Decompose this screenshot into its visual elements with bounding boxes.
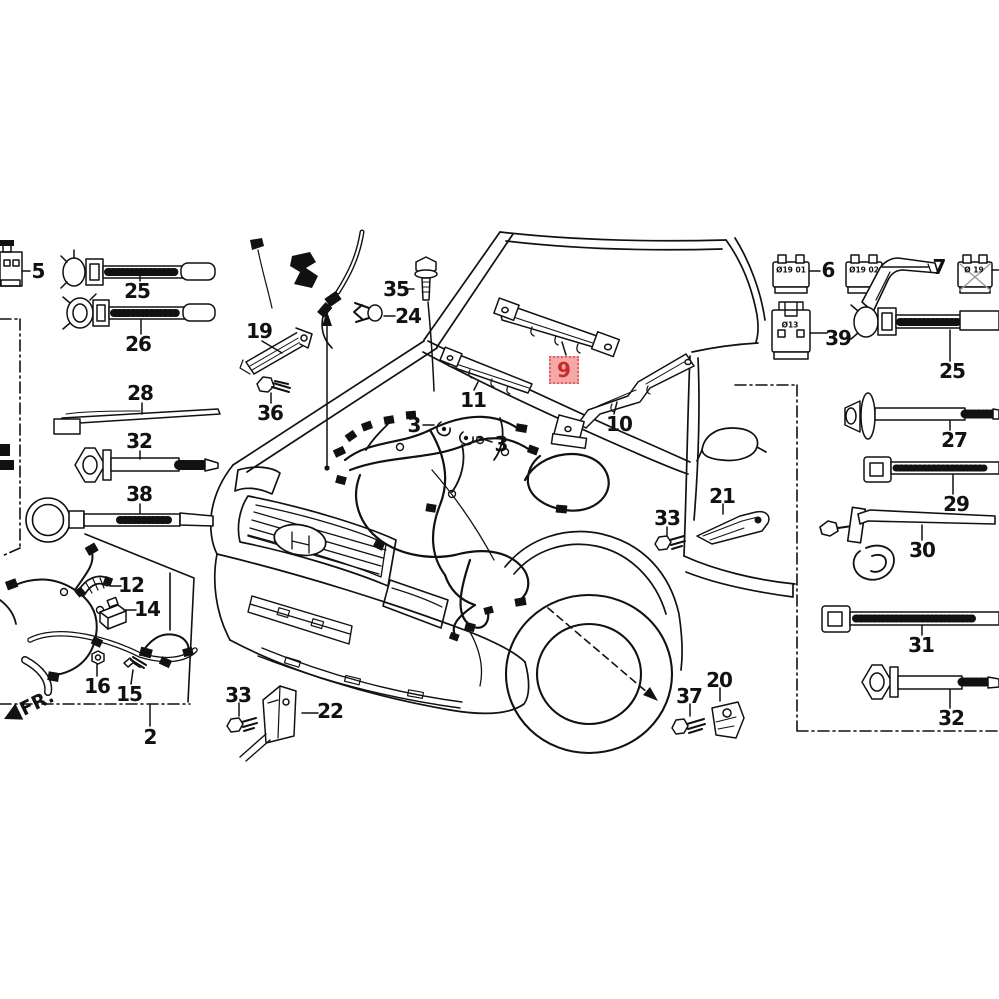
subharness-2-drawing bbox=[0, 444, 198, 696]
part-15-drawing bbox=[123, 656, 147, 669]
part-33-upper-bolt-drawing bbox=[654, 535, 686, 551]
callout-10[interactable]: 10 bbox=[606, 412, 633, 436]
part-21-drawing bbox=[696, 510, 770, 545]
callout-33[interactable]: 33 bbox=[225, 683, 252, 707]
callout-25[interactable]: 25 bbox=[124, 279, 151, 303]
clip-marking: Ø19 02 bbox=[849, 265, 879, 275]
callout-12[interactable]: 12 bbox=[118, 573, 145, 597]
part-31-drawing bbox=[821, 605, 999, 633]
callout-11[interactable]: 11 bbox=[460, 388, 487, 412]
part-32-left-drawing bbox=[74, 447, 219, 483]
part-28-drawing bbox=[53, 408, 221, 435]
part-35-bolt-drawing bbox=[414, 256, 438, 301]
callout-35[interactable]: 35 bbox=[383, 277, 410, 301]
part-3-clips-drawing bbox=[436, 421, 474, 446]
callout-5[interactable]: 5 bbox=[31, 259, 46, 283]
part-11-drawing bbox=[439, 346, 533, 395]
callout-20[interactable]: 20 bbox=[706, 668, 733, 692]
install-arrow-dashed bbox=[547, 607, 658, 701]
part-24-screw-drawing bbox=[353, 302, 383, 323]
part-25-left-drawing bbox=[60, 249, 216, 289]
callout-2[interactable]: 2 bbox=[143, 725, 158, 749]
clip-marking: Ø13 bbox=[781, 320, 799, 330]
highlighted-callout-9[interactable]: 9 bbox=[549, 356, 579, 384]
callout-38[interactable]: 38 bbox=[126, 482, 153, 506]
callout-3[interactable]: 3 bbox=[407, 413, 422, 437]
part-30-drawing bbox=[819, 506, 996, 581]
clip-marking: Ø19 01 bbox=[776, 265, 806, 275]
part-6-clip-drawing bbox=[772, 254, 810, 294]
callout-7[interactable]: 7 bbox=[932, 255, 947, 279]
callout-27[interactable]: 27 bbox=[941, 428, 968, 452]
part-5-drawing bbox=[0, 240, 23, 287]
part-9-drawing bbox=[493, 297, 621, 358]
callout-6[interactable]: 6 bbox=[821, 258, 836, 282]
part-27-drawing bbox=[844, 392, 999, 440]
callout-36[interactable]: 36 bbox=[257, 401, 284, 425]
callout-39[interactable]: 39 bbox=[825, 326, 852, 350]
callout-14[interactable]: 14 bbox=[134, 597, 161, 621]
part-25-right-drawing bbox=[850, 304, 999, 340]
engine-harness-drawing bbox=[332, 410, 610, 642]
callout-32[interactable]: 32 bbox=[938, 706, 965, 730]
callout-32[interactable]: 32 bbox=[126, 429, 153, 453]
callout-19[interactable]: 19 bbox=[246, 319, 273, 343]
front-wheel bbox=[504, 593, 674, 755]
callout-31[interactable]: 31 bbox=[908, 633, 935, 657]
part-clip-o19-drawing bbox=[957, 254, 993, 294]
door-mirror bbox=[696, 427, 767, 462]
part-36-bolt-drawing bbox=[256, 376, 291, 393]
callout-3[interactable]: 3 bbox=[494, 432, 509, 456]
boundary-lines bbox=[0, 318, 999, 732]
callout-21[interactable]: 21 bbox=[709, 484, 736, 508]
callout-22[interactable]: 22 bbox=[317, 699, 344, 723]
part-37-bolt-drawing bbox=[671, 718, 706, 735]
part-7-cowl-drawing bbox=[861, 257, 939, 313]
part-29-drawing bbox=[863, 456, 999, 483]
headlight bbox=[382, 579, 449, 629]
leader-lines bbox=[21, 266, 999, 727]
battery-ground-cable bbox=[250, 229, 365, 349]
part-20-drawing bbox=[711, 701, 745, 739]
grille bbox=[237, 495, 397, 587]
part-32-right-drawing bbox=[861, 664, 999, 700]
install-arrow-vertical bbox=[322, 311, 332, 471]
part-19-drawing bbox=[239, 327, 313, 375]
callout-15[interactable]: 15 bbox=[116, 682, 143, 706]
part-22-drawing bbox=[239, 685, 297, 762]
clip-marking: Ø 19 bbox=[964, 265, 984, 275]
car-outline bbox=[209, 231, 796, 671]
callout-16[interactable]: 16 bbox=[84, 674, 111, 698]
bumper bbox=[213, 553, 530, 715]
callout-37[interactable]: 37 bbox=[676, 684, 703, 708]
callout-29[interactable]: 29 bbox=[943, 492, 970, 516]
callout-26[interactable]: 26 bbox=[125, 332, 152, 356]
part-39-clip-drawing bbox=[771, 301, 811, 360]
callout-33[interactable]: 33 bbox=[654, 506, 681, 530]
callout-30[interactable]: 30 bbox=[909, 538, 936, 562]
callout-24[interactable]: 24 bbox=[395, 304, 422, 328]
part-26-drawing bbox=[62, 293, 216, 330]
part-33-lower-bolt-drawing bbox=[226, 717, 258, 733]
callout-28[interactable]: 28 bbox=[127, 381, 154, 405]
callout-25[interactable]: 25 bbox=[939, 359, 966, 383]
part-16-drawing bbox=[91, 650, 105, 665]
part-14-drawing bbox=[99, 596, 127, 630]
part-10-drawing bbox=[550, 353, 695, 450]
part-38-drawing bbox=[25, 497, 214, 543]
part-12-drawing bbox=[74, 575, 114, 598]
